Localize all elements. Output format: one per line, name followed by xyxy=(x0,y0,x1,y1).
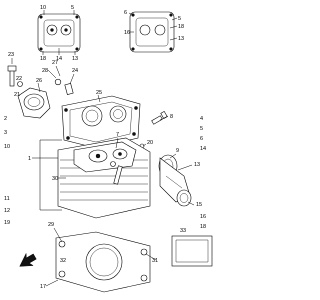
left-detail-view: 10 5 18 14 13 xyxy=(37,5,81,62)
tappet-cover: 22 21 26 xyxy=(14,76,51,119)
callout-left-c: 18 xyxy=(40,56,46,62)
callout-19: 19 xyxy=(4,220,10,226)
callout-right-d: 16 xyxy=(124,30,130,36)
callout-left-e: 13 xyxy=(72,56,78,62)
callout-21: 21 xyxy=(14,92,20,98)
callout-2: 2 xyxy=(4,116,7,122)
callout-11: 11 xyxy=(4,196,10,202)
callout-15: 15 xyxy=(196,202,202,208)
callout-31: 31 xyxy=(152,258,158,264)
callout-20: 20 xyxy=(147,140,153,146)
callout-30: 30 xyxy=(52,176,58,182)
misc-callouts: 2 3 4 5 6 10 11 12 14 16 18 19 xyxy=(4,116,206,230)
callout-4: 4 xyxy=(200,116,203,122)
intake-pipe: 9 13 15 xyxy=(158,148,202,208)
callout-8: 8 xyxy=(170,114,173,120)
callout-6: 6 xyxy=(200,136,203,142)
callout-32: 32 xyxy=(60,258,66,264)
callout-right-b: 5 xyxy=(178,16,181,22)
callout-22: 22 xyxy=(16,76,22,82)
callout-1: 1 xyxy=(28,156,31,162)
cylinder-head-exploded-diagram: 10 5 18 14 13 6 5 18 16 13 23 xyxy=(4,5,213,293)
callout-28: 28 xyxy=(42,68,48,74)
callout-12: 12 xyxy=(4,208,10,214)
callout-10: 10 xyxy=(4,144,10,150)
callout-17: 17 xyxy=(40,284,46,290)
cylinder-head: 7 1 30 xyxy=(28,132,151,219)
callout-29: 29 xyxy=(48,222,54,228)
callout-14: 14 xyxy=(200,146,206,152)
callout-5: 5 xyxy=(200,126,203,132)
callout-right-c: 18 xyxy=(178,24,184,30)
callout-left-d: 14 xyxy=(56,56,62,62)
right-detail-view: 6 5 18 16 13 xyxy=(124,10,184,53)
callout-3: 3 xyxy=(4,130,7,136)
callout-33: 33 xyxy=(180,228,186,234)
gasket-set-box: 33 xyxy=(171,228,213,267)
callout-16: 16 xyxy=(200,214,206,220)
valve-cover: 25 xyxy=(61,90,141,149)
stud-bolt: 23 xyxy=(7,52,17,87)
callout-9: 9 xyxy=(176,148,179,154)
callout-right-e: 13 xyxy=(178,36,184,42)
callout-26: 26 xyxy=(36,78,42,84)
callout-27: 27 xyxy=(52,60,58,66)
callout-left-a: 10 xyxy=(40,5,46,11)
front-arrow-icon xyxy=(19,252,37,267)
right-bolts: 8 20 xyxy=(139,110,173,149)
callout-left-b: 5 xyxy=(71,5,74,11)
callout-7: 7 xyxy=(116,132,119,138)
callout-23: 23 xyxy=(8,52,14,58)
callout-right-a: 6 xyxy=(124,10,127,16)
callout-18: 18 xyxy=(200,224,206,230)
upper-callouts: 28 27 24 xyxy=(42,60,78,95)
callout-13: 13 xyxy=(194,162,200,168)
callout-24: 24 xyxy=(72,68,78,74)
callout-25: 25 xyxy=(96,90,102,96)
head-gasket: 29 32 17 31 xyxy=(40,222,158,293)
